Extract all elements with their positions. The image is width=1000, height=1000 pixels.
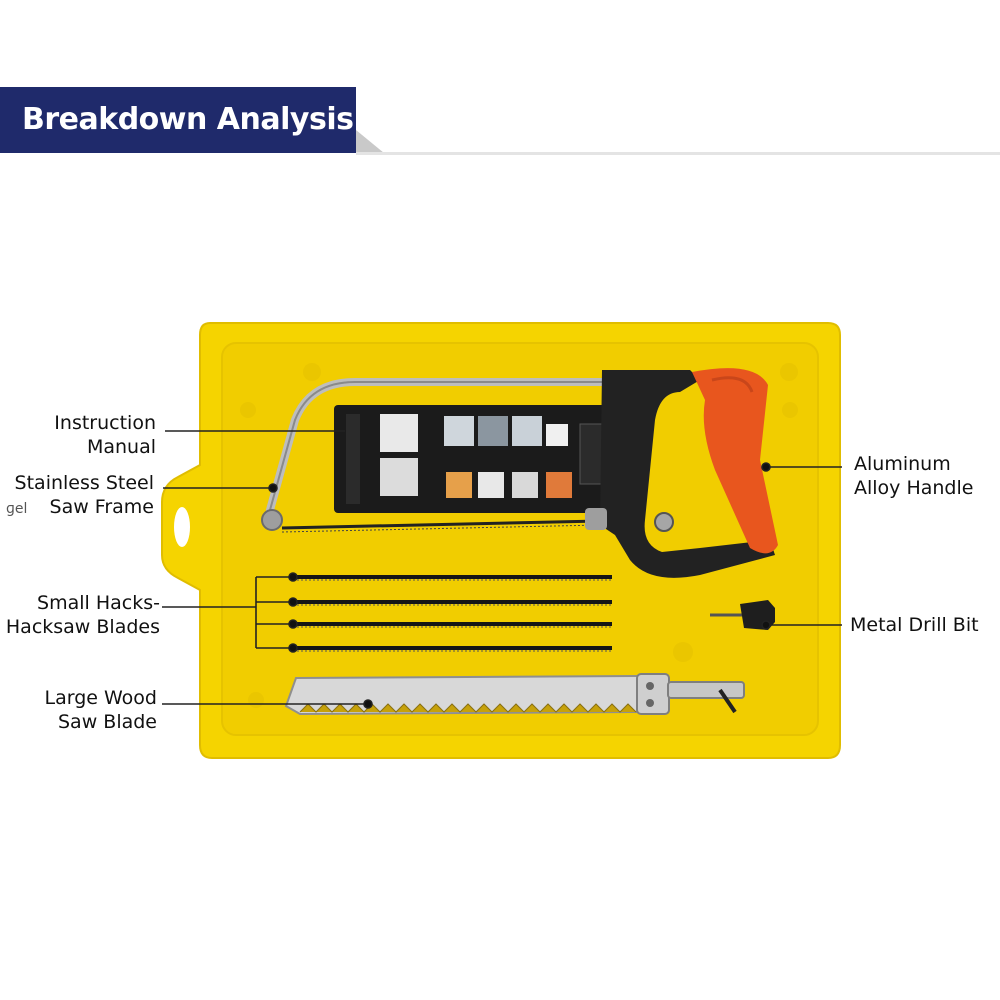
instruction-manual: [334, 405, 616, 513]
large-wood-saw-blade: [284, 673, 745, 716]
banner-tail: [356, 130, 384, 153]
callout-lines: [162, 430, 842, 709]
banner-rule: [356, 152, 1000, 155]
label-instruction-manual: Instruction Manual: [54, 412, 156, 458]
label-saw-frame-stray: ɡel: [6, 501, 28, 517]
section-banner: Breakdown Analysis: [0, 87, 356, 153]
label-aluminum-alloy-handle: Aluminum Alloy Handle: [854, 453, 974, 499]
label-small-hacksaw-blades: Small Hacks- Hacksaw Blades: [5, 592, 160, 638]
label-saw-frame: Stainless Steel Saw Frame: [14, 472, 154, 518]
label-metal-drill-bit: Metal Drill Bit: [850, 614, 979, 636]
saw-handle: [585, 368, 778, 578]
saw-frame: [261, 378, 609, 533]
hang-hole: [174, 507, 190, 547]
banner-title: Breakdown Analysis: [22, 102, 354, 137]
label-large-wood-saw-blade: Large Wood Saw Blade: [44, 687, 157, 733]
small-hacksaw-blades: [293, 575, 612, 652]
